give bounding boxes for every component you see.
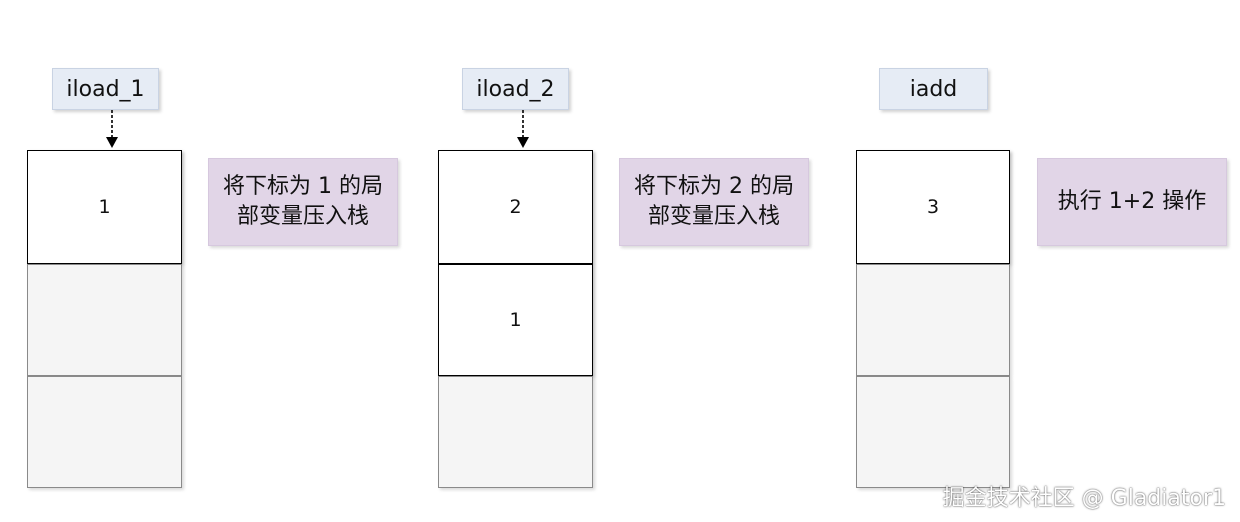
note-step-1: 将下标为 1 的局部变量压入栈: [208, 158, 398, 246]
arrow-down-icon: [106, 110, 118, 148]
stack-slot: 1: [27, 150, 182, 264]
instruction-iload-1: iload_1: [52, 68, 159, 110]
stack-slot: [27, 376, 182, 488]
stack-slot: 1: [438, 264, 593, 376]
note-step-2: 将下标为 2 的局部变量压入栈: [619, 158, 809, 246]
arrow-down-icon: [517, 110, 529, 148]
note-step-3: 执行 1+2 操作: [1037, 158, 1227, 246]
stack-slot: 2: [438, 150, 593, 264]
stack-slot: [438, 376, 593, 488]
stack-slot: 3: [856, 150, 1010, 264]
watermark: 掘金技术社区 @ Gladiator1: [942, 486, 1226, 511]
stack-slot: [27, 264, 182, 376]
instruction-iadd: iadd: [879, 68, 988, 110]
instruction-iload-2: iload_2: [462, 68, 569, 110]
stack-slot: [856, 376, 1010, 488]
stack-slot: [856, 264, 1010, 376]
